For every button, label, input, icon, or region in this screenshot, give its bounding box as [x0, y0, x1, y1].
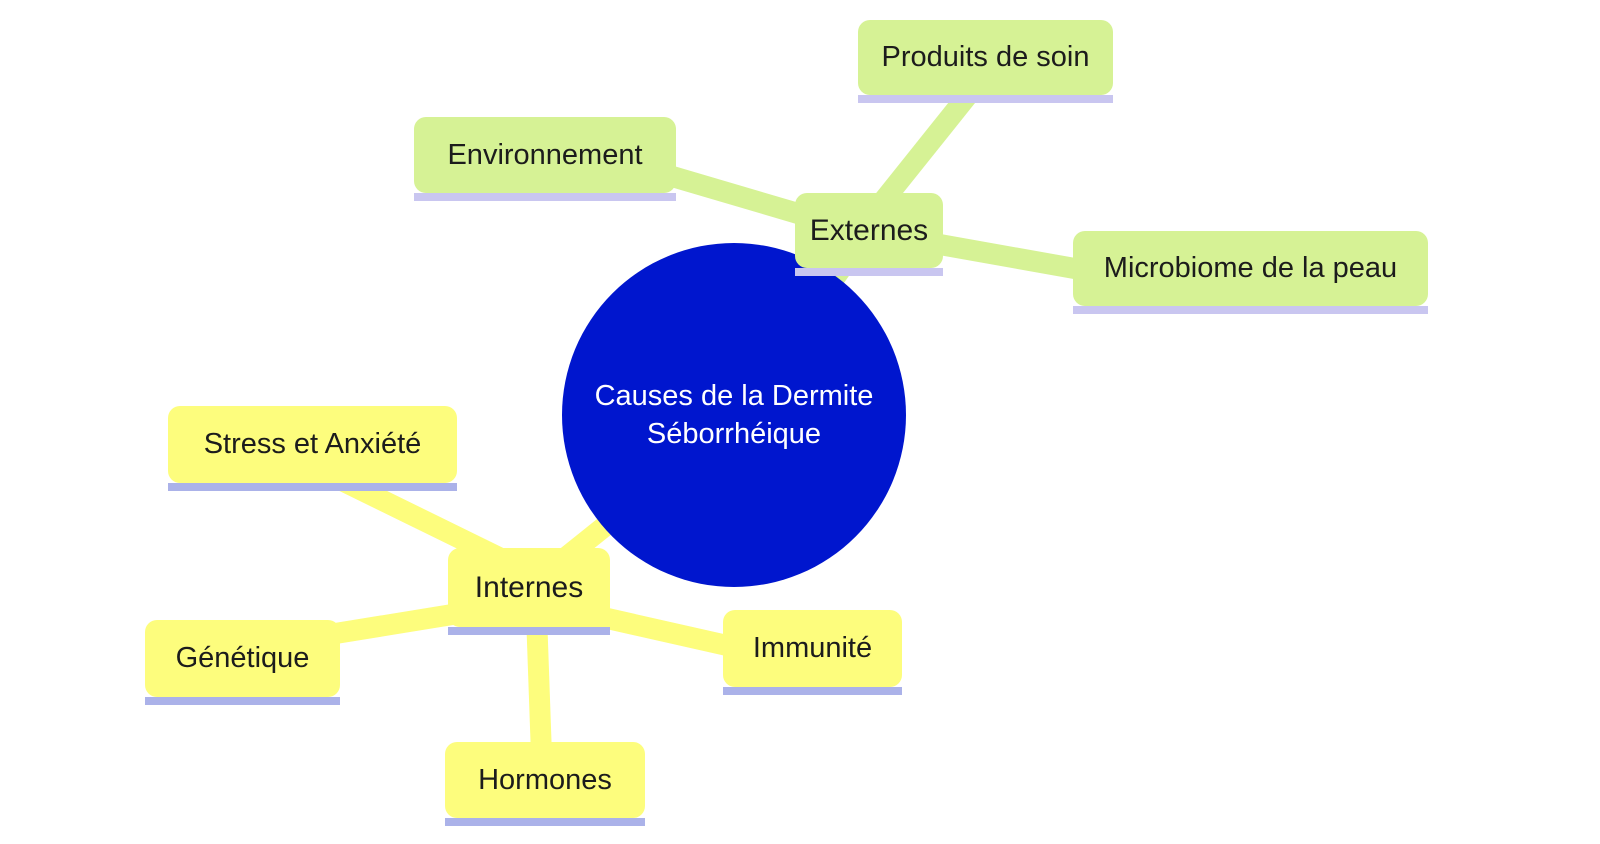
node-immunite-label: Immunité [752, 632, 873, 664]
node-produits-de-soin: Produits de soin [858, 20, 1113, 103]
central-topic-label: Causes de la Dermite Séborrhéique [594, 379, 874, 450]
central-topic: Causes de la Dermite Séborrhéique [562, 243, 906, 587]
node-immunite: Immunité [723, 610, 902, 695]
node-stress-et-anxiete-label: Stress et Anxiété [203, 428, 422, 460]
node-microbiome-de-la-peau: Microbiome de la peau [1073, 231, 1428, 314]
node-produits-de-soin-label: Produits de soin [881, 41, 1090, 73]
node-environnement-label: Environnement [447, 138, 643, 171]
node-genetique-label: Génétique [175, 642, 310, 674]
node-hormones-label: Hormones [478, 763, 612, 796]
node-internes-label: Internes [474, 570, 584, 604]
node-genetique: Génétique [145, 620, 340, 705]
node-microbiome-de-la-peau-label: Microbiome de la peau [1103, 252, 1398, 284]
node-hormones: Hormones [445, 742, 645, 826]
node-stress-et-anxiete: Stress et Anxiété [168, 406, 457, 491]
node-externes: Externes [795, 193, 943, 276]
node-externes-label: Externes [809, 213, 929, 247]
node-internes: Internes [448, 548, 610, 635]
node-environnement: Environnement [414, 117, 676, 201]
link-externes-microbiome [918, 230, 1102, 284]
